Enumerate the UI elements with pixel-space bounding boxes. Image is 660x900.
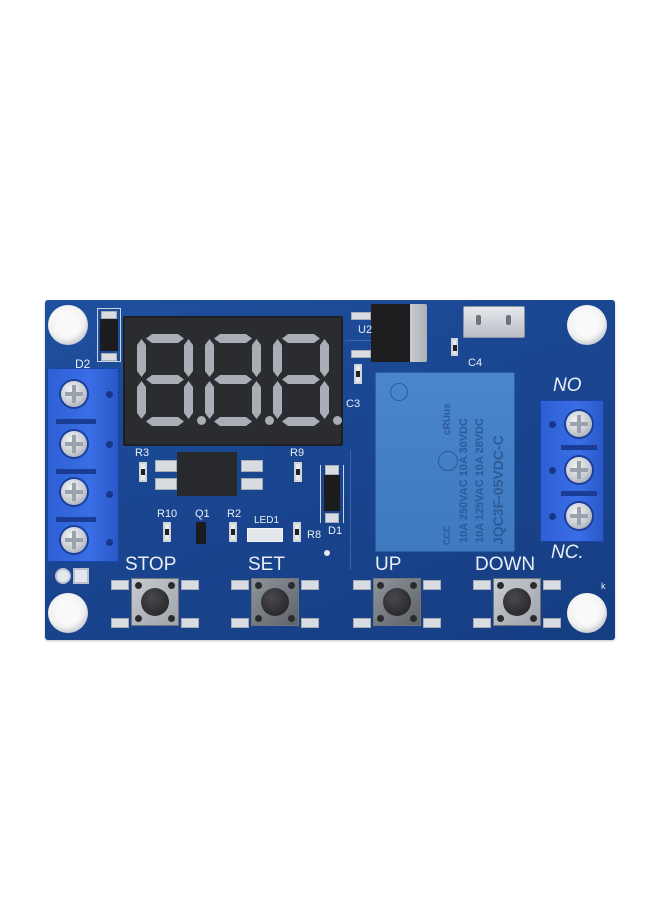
header-pad-round (55, 568, 71, 584)
diode-d2 (97, 308, 121, 362)
down-button[interactable] (473, 576, 561, 630)
stop-button-cap[interactable] (141, 588, 169, 616)
opto-pad (241, 460, 263, 472)
opto-pad (155, 460, 177, 472)
label-u2: U2 (358, 324, 373, 336)
up-button[interactable] (353, 576, 441, 630)
terminal-screw-nc[interactable] (566, 503, 592, 529)
label-led1: LED1 (254, 515, 280, 526)
set-button[interactable] (231, 576, 319, 630)
label-stop: STOP (125, 554, 177, 575)
label-r9: R9 (290, 447, 305, 459)
mounting-hole-bottom-right (567, 593, 607, 633)
regulator-pin (351, 312, 371, 320)
relay-model: JQC3F-05VDC-C (490, 435, 506, 545)
relay-ul-mark: cRUus (442, 403, 453, 435)
mounting-hole-top-right (567, 305, 607, 345)
terminal-screw[interactable] (61, 381, 87, 407)
label-r2: R2 (227, 508, 242, 520)
opto-pad (155, 478, 177, 490)
label-c3: C3 (346, 398, 361, 410)
mounting-hole-top-left (48, 305, 88, 345)
terminal-screw[interactable] (61, 479, 87, 505)
label-d2: D2 (75, 357, 91, 371)
relay-rating-line2: 10A 125VAC 10A 28VDC (474, 418, 486, 543)
resistor-r8 (293, 522, 301, 542)
label-r8: R8 (307, 529, 322, 541)
input-terminal-block (47, 368, 119, 562)
label-up: UP (375, 554, 402, 575)
optocoupler (177, 452, 237, 496)
label-r3: R3 (135, 447, 150, 459)
relay-ccc-mark: CCC (442, 525, 452, 546)
capacitor-c4 (451, 338, 458, 356)
resistor-r9 (294, 462, 302, 482)
terminal-screw-com[interactable] (566, 457, 592, 483)
label-no: NO (553, 375, 582, 396)
display-digit-2 (205, 334, 274, 426)
resistor-r3 (139, 462, 147, 482)
down-button-cap[interactable] (503, 588, 531, 616)
display-digit-3 (273, 334, 342, 426)
set-button-cap[interactable] (261, 588, 289, 616)
label-down: DOWN (475, 554, 536, 575)
capacitor-c3 (354, 364, 362, 384)
transistor-q1 (196, 522, 206, 544)
terminal-screw-no[interactable] (566, 411, 592, 437)
resistor-r2 (229, 522, 237, 542)
pcb-via (324, 550, 330, 556)
micro-usb-port[interactable] (463, 306, 525, 338)
pcb-trace (350, 450, 371, 570)
stop-button[interactable] (111, 576, 199, 630)
label-d1: D1 (328, 525, 343, 537)
output-terminal-block (540, 400, 604, 542)
label-r10: R10 (157, 508, 178, 520)
mounting-hole-bottom-left (48, 593, 88, 633)
opto-pad (241, 478, 263, 490)
display-digit-1 (137, 334, 206, 426)
led1 (247, 528, 283, 542)
pcb-trace (345, 340, 375, 341)
label-c4: C4 (468, 357, 483, 369)
label-k: k (601, 581, 606, 591)
label-set: SET (248, 554, 285, 575)
up-button-cap[interactable] (383, 588, 411, 616)
seven-segment-display (123, 316, 343, 446)
regulator-u2 (371, 304, 427, 362)
label-q1: Q1 (195, 508, 210, 520)
header-pad-square (73, 568, 89, 584)
diode-d1 (320, 465, 344, 523)
regulator-pin (351, 350, 371, 358)
relay: 10A 250VAC 10A 30VDC 10A 125VAC 10A 28VD… (375, 372, 515, 552)
resistor-r10 (163, 522, 171, 542)
terminal-screw[interactable] (61, 527, 87, 553)
label-nc: NC. (551, 542, 584, 563)
relay-rating-line1: 10A 250VAC 10A 30VDC (458, 418, 470, 543)
relay-timer-pcb: D2 (45, 300, 615, 640)
terminal-screw[interactable] (61, 431, 87, 457)
